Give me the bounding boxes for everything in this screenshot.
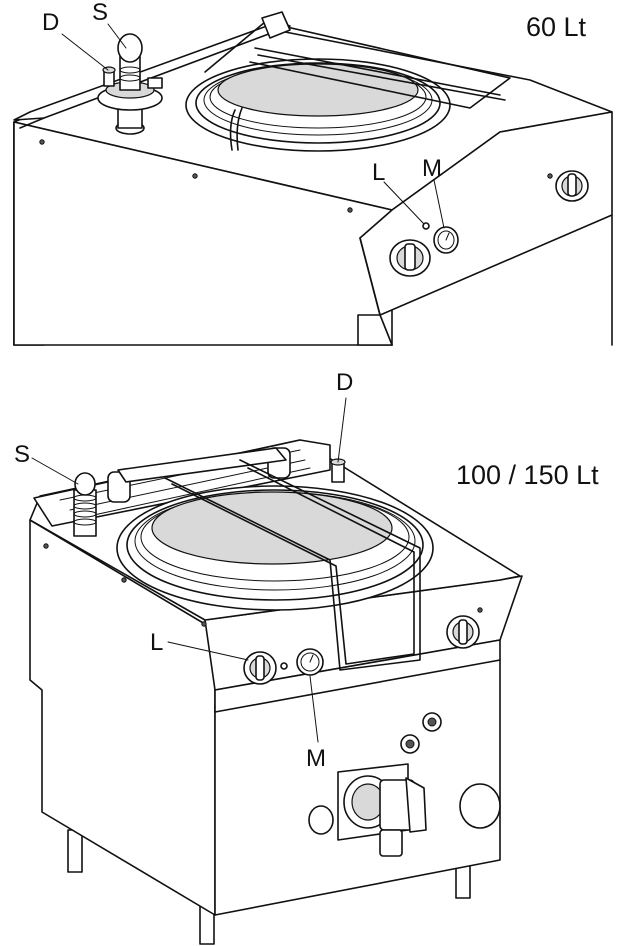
water-inlet-icon <box>400 712 442 754</box>
label-manometer-bottom: M <box>306 745 326 772</box>
caption-60l: 60 Lt <box>526 12 587 42</box>
manometer-100-150l <box>296 648 324 676</box>
label-drain-top: D <box>42 9 59 36</box>
label-manometer-top: M <box>422 155 442 182</box>
label-safety-valve-bottom: S <box>14 441 30 468</box>
label-safety-valve-top: S <box>92 0 108 26</box>
label-level-light-bottom: L <box>150 629 163 656</box>
control-knob-icon <box>243 651 277 685</box>
level-light-60l <box>422 222 430 230</box>
control-knob-icon <box>555 170 589 202</box>
caption-100-150l: 100 / 150 Lt <box>456 460 599 490</box>
safety-valve-60l <box>97 33 163 135</box>
safety-valve-100-150l <box>73 472 97 537</box>
manometer-60l <box>433 226 459 254</box>
drain-tap-60l <box>102 66 116 87</box>
level-light-100-150l <box>280 662 288 670</box>
control-knob-icon <box>389 239 431 277</box>
control-knob-icon <box>446 615 480 649</box>
label-level-light-top: L <box>372 159 385 186</box>
label-drain-bottom: D <box>336 369 353 396</box>
boiling-pan-60l-drawing <box>13 11 613 346</box>
boiling-pan-100-150l-drawing <box>29 397 523 945</box>
drain-valve-icon <box>337 763 427 857</box>
